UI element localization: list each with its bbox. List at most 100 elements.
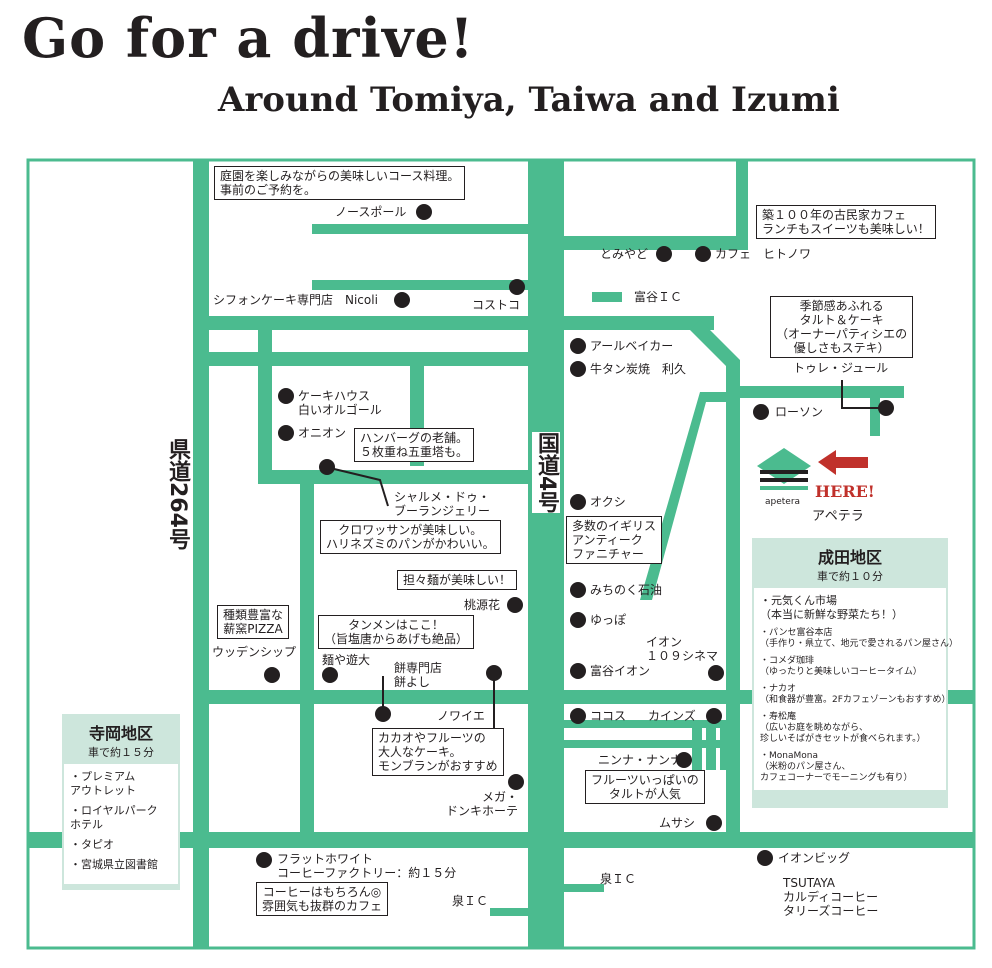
note-pizza: 種類豊富な 薪窯PIZZA	[217, 605, 290, 639]
label-r-baker: アールベイカー	[590, 339, 674, 353]
label-tomiyado: とみやど	[600, 247, 649, 261]
label-flat-white: フラットホワイト コーヒーファクトリー：約１５分	[277, 852, 457, 880]
marker-yuppo	[570, 612, 586, 628]
label-gyutan: 牛タン炭焼 利久	[590, 362, 687, 376]
narita-item: ・寿松庵 （広いお庭を眺めながら、 珍しいそばがきセットが食べられます。）	[760, 712, 926, 744]
narita-area-panel: 成田地区 車で約１０分 ・元気くん市場 （本当に新鮮な野菜たち！） ・パンセ富谷…	[752, 538, 959, 808]
label-kainzu: カインズ	[648, 709, 696, 723]
road-h3	[258, 470, 528, 484]
label-apetera: アペテラ	[812, 509, 864, 524]
marker-tomiyado	[656, 246, 672, 262]
label-mochiyoshi: 餅専門店 餅よし	[394, 661, 443, 689]
marker-flat-white	[256, 852, 272, 868]
teraoka-item: ・ロイヤルパーク ホテル	[70, 804, 158, 831]
note-fruit-tart: フルーツいっぱいの タルトが人気	[585, 770, 705, 804]
marker-gyutan	[570, 361, 586, 377]
place-markers	[256, 204, 894, 868]
note-croissant: クロワッサンが美味しい。 ハリネズミのパンがかわいい。	[320, 520, 501, 554]
teraoka-title: 寺岡地区	[62, 714, 180, 744]
label-musashi: ムサシ	[659, 816, 696, 830]
note-tantan: 担々麺が美味しい！	[397, 570, 518, 590]
marker-r-baker	[570, 338, 586, 354]
marker-costco	[509, 279, 525, 295]
label-tougenka: 桃源花	[464, 598, 501, 612]
label-lawson: ローソン	[775, 405, 824, 419]
label-charmes: シャルメ・ドゥ・ ブーランジェリー	[394, 490, 491, 518]
label-cake-house: ケーキハウス 白いオルゴール	[298, 389, 382, 417]
narita-item: ・元気くん市場 （本当に新鮮な野菜たち！）	[760, 594, 903, 621]
marker-menya	[322, 667, 338, 683]
here-label: HERE!	[815, 482, 875, 501]
marker-cocos	[570, 708, 586, 724]
label-tomiya-ic: 富谷ＩＣ	[634, 290, 683, 304]
teraoka-list: ・プレミアム アウトレット ・ロイヤルパーク ホテル ・タピオ ・宮城県立図書館	[64, 764, 178, 884]
map-subtitle: Around Tomiya, Taiwa and Izumi	[218, 80, 840, 120]
road-label-264: 県道264号	[163, 438, 191, 550]
label-apetera-logo: apetera	[765, 497, 801, 507]
label-okushi: オクシ	[590, 495, 626, 509]
marker-nicoli	[394, 292, 410, 308]
narita-item: ・ナカオ （和食器が豊富。2Fカフェゾーンもおすすめ）	[760, 684, 951, 705]
label-aeon-cinema: イオン １０９シネマ	[646, 635, 719, 663]
label-costco: コストコ	[472, 298, 521, 312]
label-izumi-ic-2: 泉ＩＣ	[452, 894, 489, 908]
here-arrow	[818, 450, 868, 475]
teraoka-item: ・宮城県立図書館	[70, 858, 158, 871]
marker-toure-jour	[878, 400, 894, 416]
marker-ninna	[676, 752, 692, 768]
label-onion: オニオン	[298, 426, 347, 440]
marker-charmes	[319, 459, 335, 475]
note-coffee: コーヒーはもちろん◎ 雰囲気も抜群のカフェ	[256, 882, 389, 916]
teraoka-area-panel: 寺岡地区 車で約１５分 ・プレミアム アウトレット ・ロイヤルパーク ホテル ・…	[62, 714, 180, 890]
narita-item: ・コメダ珈琲 （ゆったりと美味しいコーヒータイム）	[760, 656, 922, 677]
marker-musashi	[706, 815, 722, 831]
marker-aeon-big	[757, 850, 773, 866]
marker-okushi	[570, 494, 586, 510]
note-old-cafe: 築１００年の古民家カフェ ランチもスイーツも美味しい！	[756, 205, 936, 239]
narita-item: ・MonaMona （米粉のパン屋さん、 カフェコーナーでモーニングも有り）	[760, 751, 913, 783]
note-course: 庭園を楽しみながらの美味しいコース料理。 事前のご予約を。	[214, 166, 466, 200]
label-noie: ノワイエ	[437, 709, 485, 723]
marker-onion	[278, 425, 294, 441]
teraoka-item: ・プレミアム アウトレット	[70, 770, 136, 797]
marker-wooden-ship	[264, 667, 280, 683]
marker-aeon-cinema	[708, 665, 724, 681]
note-cacao: カカオやフルーツの 大人なケーキ。 モンブランがおすすめ	[372, 728, 504, 776]
marker-cake-house	[278, 388, 294, 404]
road-label-4: 国道4号	[532, 432, 560, 514]
teraoka-time: 車で約１５分	[88, 746, 154, 759]
label-nicoli: シフォンケーキ専門店 Nicoli	[213, 293, 378, 307]
narita-item: ・パンセ富谷本店 （手作り・県立て、地元で愛されるパン屋さん）	[760, 628, 959, 649]
road-h4	[208, 690, 528, 704]
road-h2	[193, 352, 528, 366]
label-wooden-ship: ウッデンシップ	[212, 645, 297, 659]
label-hitonowa: カフェ ヒトノワ	[715, 247, 812, 261]
marker-mochiyoshi	[375, 706, 391, 722]
marker-michinoku	[570, 582, 586, 598]
narita-time: 車で約１０分	[817, 570, 883, 583]
note-tanmen: タンメンはここ！ （旨塩唐からあげも絶品）	[318, 615, 475, 649]
narita-title: 成田地区	[752, 538, 948, 568]
label-izumi-ic-1: 泉ＩＣ	[600, 872, 637, 886]
label-ninna: ニンナ・ナンナ	[598, 753, 683, 767]
marker-north-pole	[416, 204, 432, 220]
narita-list: ・元気くん市場 （本当に新鮮な野菜たち！） ・パンセ富谷本店 （手作り・県立て、…	[754, 588, 959, 790]
apetera-logo	[757, 448, 811, 490]
road-h1	[193, 316, 528, 330]
label-michinoku: みちのく石油	[590, 583, 663, 597]
marker-tougenka	[507, 597, 523, 613]
note-tart: 季節感あふれる タルト＆ケーキ （オーナーパティシエの 優しさもステキ）	[770, 296, 914, 358]
note-hamburg: ハンバーグの老舗。 ５枚重ね五重塔も。	[354, 428, 475, 462]
road-top-right	[564, 236, 744, 250]
label-menya: 麺や遊大	[322, 653, 371, 667]
map-title: Go for a drive!	[22, 6, 475, 70]
label-tomiya-aeon: 富谷イオン	[590, 664, 651, 678]
road-national-4	[528, 160, 564, 948]
note-antique: 多数のイギリス アンティーク ファニチャー	[566, 516, 663, 564]
marker-noie	[486, 665, 502, 681]
label-yuppo: ゆっぽ	[590, 613, 627, 627]
map-frame	[26, 158, 976, 950]
road-north	[312, 224, 528, 234]
teraoka-item: ・タピオ	[70, 838, 114, 851]
label-toure-jour: トゥレ・ジュール	[793, 361, 889, 375]
